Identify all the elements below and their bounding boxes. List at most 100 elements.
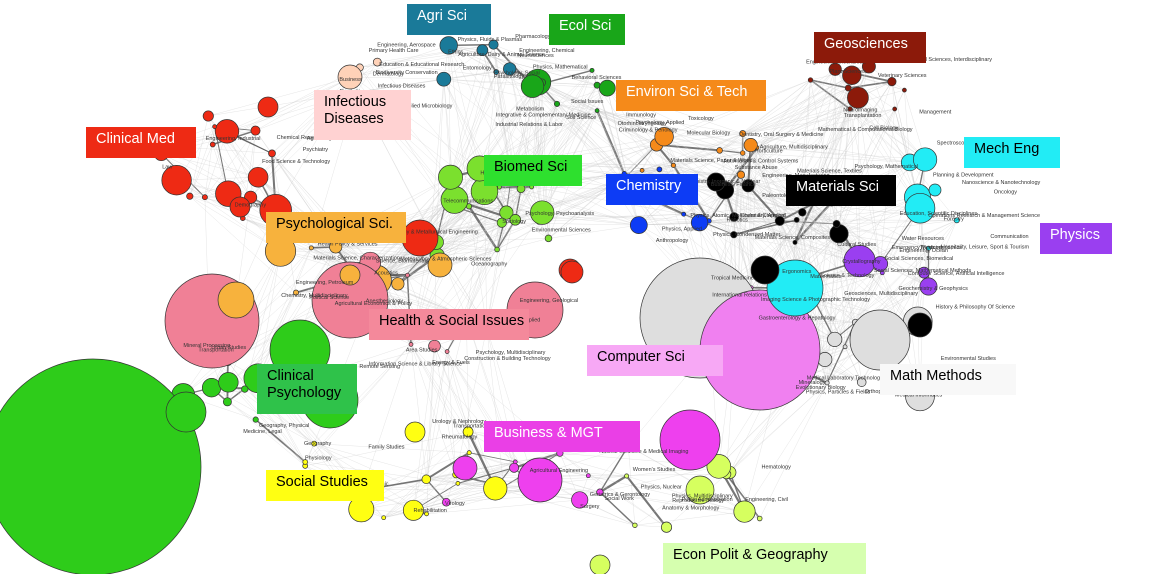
node-label: Materials Science, Paper & Wood (670, 158, 752, 164)
node-label: Paleontology (762, 193, 794, 199)
node (844, 84, 852, 92)
edge (742, 108, 895, 134)
edge (189, 196, 281, 252)
edge (625, 475, 668, 528)
node-label: Agricultural Economics & Policy (335, 301, 413, 307)
node (520, 74, 545, 98)
node-label: Medicine, Legal (243, 429, 282, 435)
node-label: Criminology & Penology (619, 128, 678, 134)
node (311, 440, 317, 447)
node (756, 515, 763, 522)
node (161, 165, 192, 196)
node-label: Crystallography (842, 259, 880, 265)
edge (750, 145, 752, 288)
edge (542, 136, 665, 213)
node-label: Engineering, Petroleum (296, 280, 354, 286)
edge (664, 133, 743, 137)
edge (258, 247, 312, 379)
node-label: Psychology, Mathematical (855, 164, 918, 170)
edge (495, 445, 629, 489)
node-label: Hospitality, Leisure, Sport & Tourism (941, 245, 1030, 251)
node (902, 87, 907, 93)
node (585, 473, 591, 479)
edge (446, 351, 536, 488)
edge (377, 61, 538, 83)
node (856, 377, 867, 387)
edge (176, 180, 281, 252)
edge (724, 189, 797, 221)
node-label: Physics, Condensed Matter (713, 232, 780, 238)
edge (807, 220, 957, 289)
node (436, 71, 452, 87)
edge (742, 152, 910, 163)
node (421, 474, 432, 485)
node-label: Women's Studies (633, 467, 676, 473)
cluster-label-infect: Infectious Diseases (314, 90, 411, 140)
edge (212, 144, 251, 198)
edge (748, 162, 910, 186)
node (847, 106, 853, 112)
edge (448, 45, 547, 164)
edge (588, 475, 745, 512)
node-label: Cultural Studies (837, 242, 876, 248)
edge (359, 44, 494, 68)
edge (450, 50, 483, 178)
node-label: Dermatology (373, 71, 404, 77)
edge (454, 199, 543, 213)
node (832, 220, 841, 228)
node (730, 231, 738, 239)
edge (410, 344, 427, 480)
edge (588, 475, 667, 528)
edge (638, 219, 797, 226)
node (339, 264, 361, 286)
node-label: Social Work (605, 496, 634, 502)
edge (742, 75, 852, 154)
edge (750, 145, 796, 243)
node-label: Infectious Diseases (378, 84, 426, 90)
edge (410, 344, 459, 484)
node-psychology-educational (165, 391, 207, 433)
node-rehabilitation (217, 281, 255, 319)
edge (356, 61, 378, 93)
edge (532, 86, 630, 190)
node-label: Mineral Processing (183, 343, 230, 349)
edge (834, 272, 925, 340)
node-label: Materials Science, Textiles (797, 169, 862, 175)
node (462, 426, 474, 438)
node-label: Mathematics (810, 274, 841, 280)
edge (493, 44, 510, 163)
node-label: Cell Biology (869, 125, 898, 131)
node-label: Geography, Physical (259, 423, 309, 429)
edge (482, 50, 510, 163)
edge (413, 467, 515, 511)
node-label: Chemistry, Applied (741, 213, 786, 219)
edge (450, 177, 549, 239)
edge (542, 212, 639, 226)
edge (656, 79, 811, 146)
node (201, 378, 222, 398)
edge (537, 81, 628, 176)
node (925, 245, 932, 251)
edge (495, 71, 516, 220)
node (257, 96, 279, 118)
node-label: Immunology (626, 112, 656, 118)
node-label: Communication (990, 234, 1028, 240)
node-label: Medical Laboratory Technology (807, 375, 883, 381)
node (493, 69, 500, 75)
node (706, 454, 732, 479)
edge (353, 49, 483, 78)
node-label: Metabolism (516, 107, 545, 113)
edge (212, 126, 215, 145)
edge (596, 110, 674, 166)
node-label: Acoustics (374, 271, 398, 277)
edge (362, 344, 412, 491)
edge (719, 87, 849, 151)
edge (426, 499, 580, 515)
node-label: Family Studies (368, 445, 404, 451)
edge (742, 87, 849, 134)
node-label: Business, Finance (711, 182, 756, 188)
node-label: Orthopedics (865, 389, 895, 395)
cluster-label-biomed: Biomed Sci (484, 155, 582, 186)
node-label: Geosciences, Multidisciplinary (844, 291, 918, 297)
node-label: Agriculture, Multidisciplinary (760, 145, 828, 151)
